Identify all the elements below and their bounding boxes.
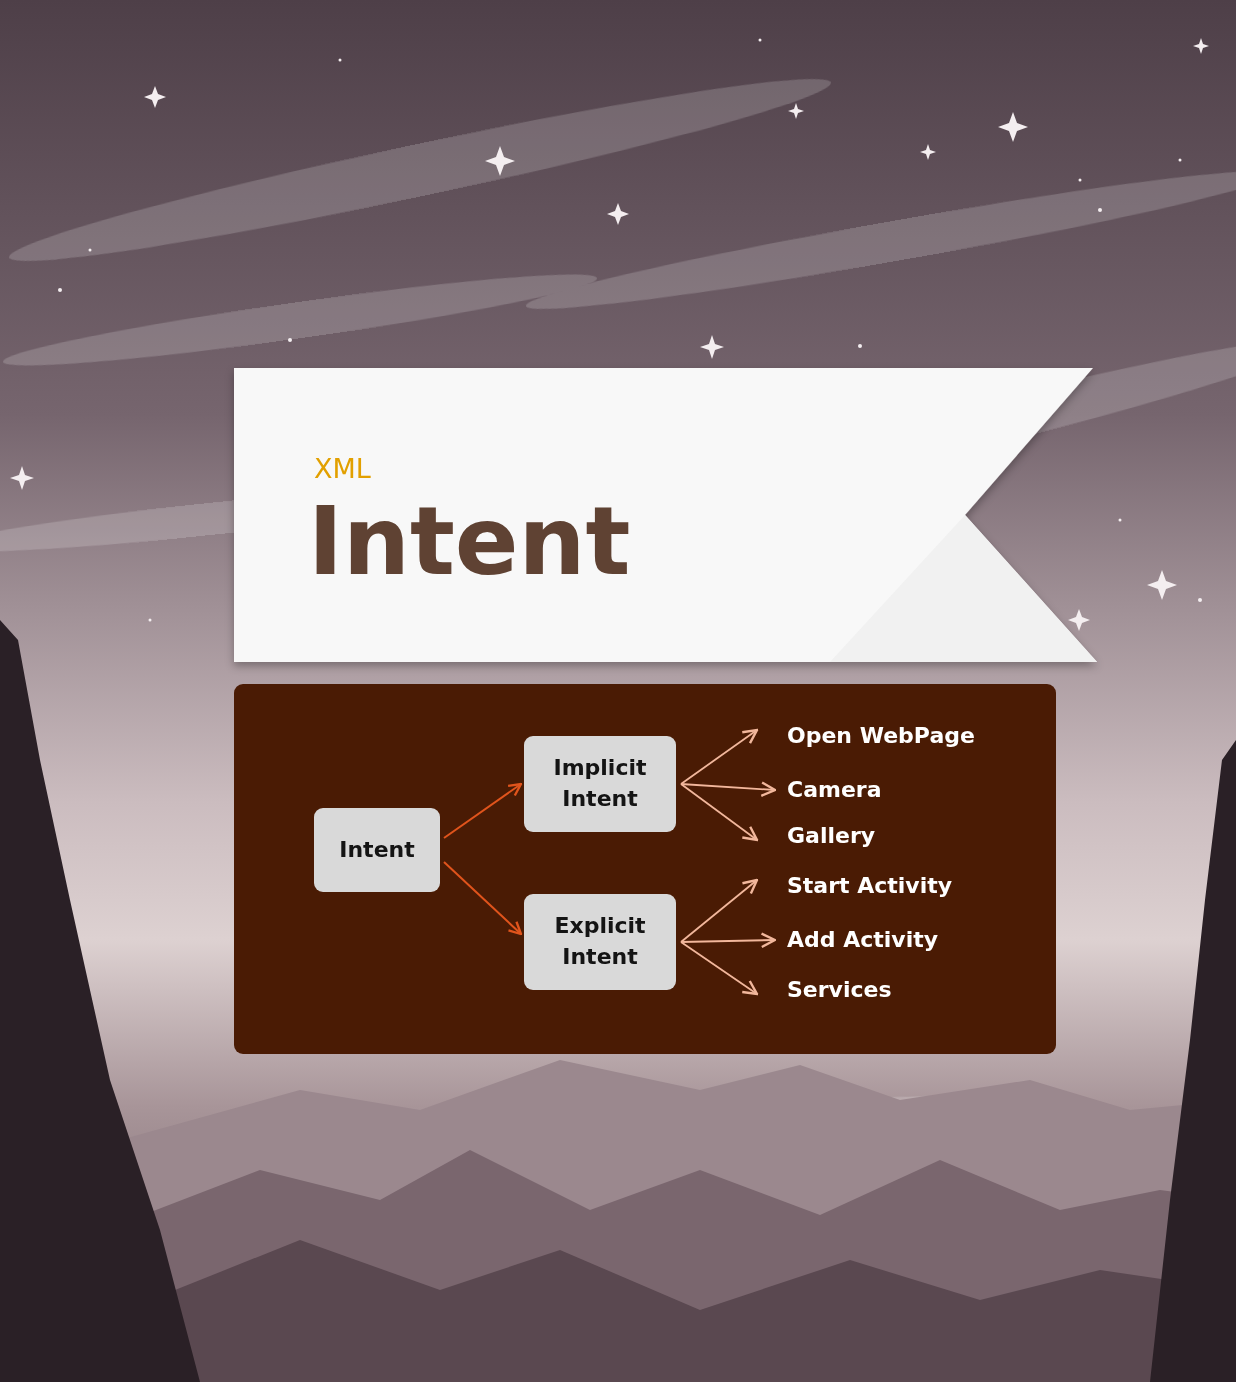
connector-arrow [681,784,757,840]
near-mountains [150,1240,1236,1382]
banner-fold [830,515,1097,662]
node-text: Services [787,977,892,1003]
left-cliff [0,620,200,1382]
node-text: Camera [787,777,882,803]
node-text: Open WebPage [787,723,975,749]
node-text: Gallery [787,823,875,849]
stars [10,38,1209,631]
connector-arrow [444,862,521,934]
intent-box: Implicit Intent [524,736,676,832]
intent-box: Explicit Intent [524,894,676,990]
connector-arrow [444,784,521,838]
target-label: Start Activity [787,873,952,899]
target-label: Add Activity [787,927,938,953]
target-label: Services [787,977,892,1003]
target-label: Open WebPage [787,723,975,749]
diagram-panel [234,684,1056,1054]
title-banner [234,368,1097,662]
node-text: Start Activity [787,873,952,899]
right-cliff [1150,740,1236,1382]
kicker-label: XML [314,454,371,484]
node-text: Explicit Intent [536,911,664,973]
connector-arrow [681,940,775,942]
connector-arrow [681,880,757,942]
far-mountains [120,1060,1236,1382]
node-text: Implicit Intent [536,753,664,815]
target-label: Camera [787,777,882,803]
node-text: Add Activity [787,927,938,953]
target-label: Gallery [787,823,875,849]
connector-arrow [681,730,757,784]
cloud-streaks [0,57,1236,1177]
title: Intent [308,490,630,593]
mid-mountains [130,1150,1236,1382]
node-text: Intent [339,835,414,866]
connector-arrow [681,942,757,994]
connector-arrow [681,784,775,790]
intent-box: Intent [314,808,440,892]
